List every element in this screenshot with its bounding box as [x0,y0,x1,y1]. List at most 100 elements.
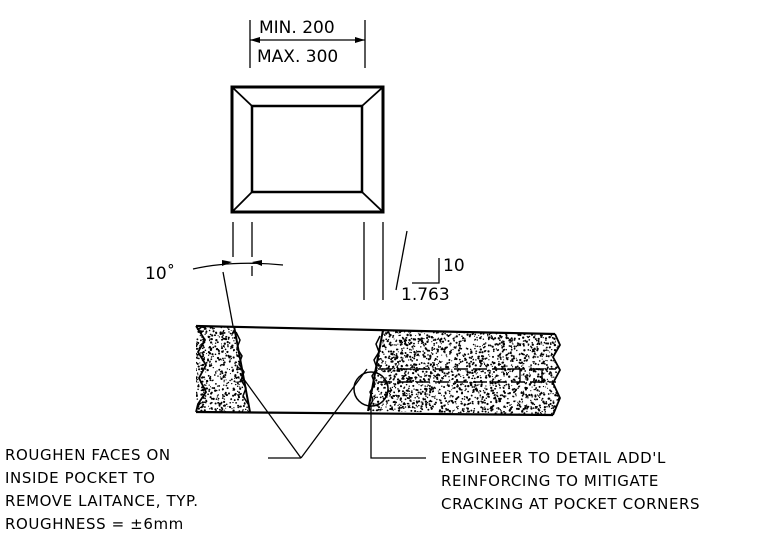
concrete-stipple-dot [197,374,199,376]
concrete-stipple-dot [214,353,217,356]
concrete-stipple-dot [558,350,560,352]
concrete-stipple-dot [470,394,473,397]
concrete-stipple-dot [507,357,509,359]
concrete-stipple-dot [425,370,428,373]
concrete-stipple-dot [383,370,386,373]
concrete-stipple-dot [474,396,476,399]
concrete-stipple-dot [465,361,468,364]
concrete-stipple-dot [224,373,227,377]
concrete-stipple-dot [411,359,414,362]
concrete-stipple-dot [216,407,219,410]
concrete-stipple-dot [433,380,436,383]
concrete-stipple-dot [478,392,480,394]
pocket-plan-view [230,85,385,214]
concrete-stipple-dot [211,353,214,356]
concrete-stipple-dot [558,386,560,389]
concrete-stipple-dot [221,350,224,353]
concrete-stipple-dot [452,348,454,351]
concrete-stipple-dot [488,333,491,336]
concrete-stipple-dot [486,394,488,396]
concrete-stipple-dot [447,389,449,392]
concrete-stipple-dot [370,355,372,357]
concrete-stipple-dot [237,396,241,399]
concrete-stipple-dot [388,378,391,381]
note-left-line: INSIDE POCKET TO [5,469,156,487]
concrete-stipple-dot [479,375,481,377]
concrete-stipple-dot [203,391,205,393]
concrete-stipple-dot [441,333,444,336]
concrete-stipple-dot [230,330,232,331]
concrete-stipple-dot [549,327,551,329]
concrete-stipple-dot [531,341,534,344]
concrete-stipple-dot [466,333,469,336]
concrete-stipple-dot [377,332,380,335]
concrete-stipple-dot [498,360,500,363]
concrete-stipple-dot [216,395,219,397]
concrete-stipple-dot [378,331,381,333]
concrete-stipple-dot [410,391,413,394]
concrete-stipple-dot [485,357,488,359]
concrete-stipple-dot [452,387,454,389]
concrete-stipple-dot [545,349,548,351]
concrete-stipple-dot [239,386,241,388]
concrete-stipple-dot [383,333,385,335]
concrete-stipple-dot [536,389,538,391]
concrete-stipple-dot [558,327,560,329]
concrete-stipple-dot [509,370,511,373]
concrete-stipple-dot [545,382,547,384]
concrete-stipple-dot [394,358,397,361]
concrete-stipple-dot [451,395,454,398]
concrete-stipple-dot [543,392,545,394]
concrete-stipple-dot [385,406,387,408]
concrete-stipple-dot [559,400,560,402]
concrete-stipple-dot [390,360,393,363]
concrete-stipple-dot [196,391,198,394]
concrete-stipple-dot [369,358,372,361]
concrete-stipple-dot [558,381,560,384]
concrete-stipple-dot [495,375,497,378]
concrete-stipple-dot [501,365,503,368]
concrete-stipple-dot [208,377,212,380]
concrete-stipple-dot [445,400,448,403]
concrete-stipple-dot [429,377,431,379]
concrete-stipple-dot [433,348,436,350]
concrete-stipple-dot [486,330,488,332]
concrete-stipple-dot [557,336,560,339]
concrete-stipple-dot [454,400,457,403]
concrete-stipple-dot [538,360,541,362]
concrete-stipple-dot [539,376,542,379]
concrete-stipple-dot [247,347,250,351]
concrete-stipple-dot [557,332,560,336]
concrete-stipple-dot [511,385,513,387]
concrete-stipple-dot [538,404,541,407]
concrete-stipple-dot [446,356,448,358]
concrete-stipple-dot [415,393,418,395]
concrete-stipple-dot [446,383,449,385]
concrete-stipple-dot [550,354,552,357]
concrete-stipple-dot [399,360,401,363]
concrete-stipple-dot [423,379,426,382]
concrete-stipple-dot [499,408,501,411]
concrete-stipple-dot [407,405,410,408]
concrete-stipple-dot [223,331,226,334]
concrete-stipple-dot [553,343,557,347]
concrete-stipple-dot [197,381,199,383]
concrete-stipple-dot [508,339,511,342]
concrete-stipple-dot [480,359,483,362]
concrete-stipple-dot [213,374,216,376]
concrete-stipple-dot [419,391,421,393]
concrete-stipple-dot [202,363,205,366]
concrete-stipple-dot [201,351,203,353]
concrete-stipple-dot [560,376,561,377]
concrete-stipple-dot [486,333,489,336]
concrete-stipple-dot [551,341,554,344]
concrete-stipple-dot [490,386,493,390]
concrete-stipple-dot [467,384,470,388]
concrete-stipple-dot [427,339,430,341]
concrete-stipple-dot [508,368,512,371]
concrete-stipple-dot [513,329,514,330]
concrete-stipple-dot [539,394,542,396]
concrete-stipple-dot [505,407,507,409]
concrete-stipple-dot [452,337,455,340]
concrete-stipple-dot [527,396,529,399]
